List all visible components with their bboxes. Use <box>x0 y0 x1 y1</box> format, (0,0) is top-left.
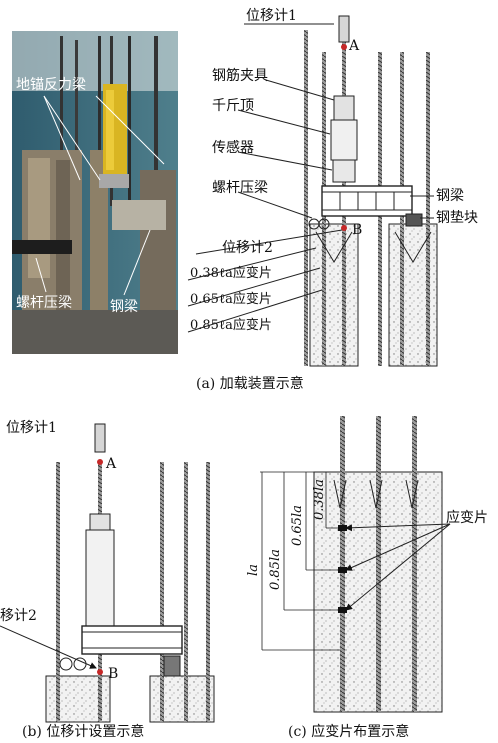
panel-a-strain-065-label: 0.65ℓa应变片 <box>190 292 272 307</box>
photo-label-steel-beam: 钢梁 <box>110 299 138 315</box>
panel-a-disp1-label: 位移计1 <box>246 8 297 24</box>
photo-label-bolt-beam: 螺杆压梁 <box>16 295 72 311</box>
panel-b-disp1-label: 位移计1 <box>6 420 57 436</box>
panel-a-point-a: A <box>349 38 360 54</box>
panel-b-point-b: B <box>108 666 119 682</box>
panel-a-steel-beam-label: 钢梁 <box>436 188 464 204</box>
panel-b-disp2-label: 移计2 <box>0 608 37 624</box>
panel-a-jack-label: 千斤顶 <box>212 98 254 114</box>
panel-c-strain-label: 应变片 <box>446 510 488 526</box>
panel-a-strain-038-label: 0.38ℓa应变片 <box>190 266 272 281</box>
panel-a-rebar-clamp-label: 钢筋夹具 <box>212 68 268 84</box>
panel-b-gauge-setup <box>0 423 215 723</box>
panel-a-steel-pad-label: 钢垫块 <box>436 210 478 226</box>
panel-c-la-dim: la <box>246 564 261 576</box>
panel-a-disp2-label: 位移计2 <box>222 240 273 256</box>
panel-c-085-dim: 0.85la <box>268 549 283 590</box>
panel-a-caption: (a) 加载装置示意 <box>196 376 304 392</box>
panel-a-bolt-beam-label: 螺杆压梁 <box>212 180 268 196</box>
panel-c-038-dim: 0.38la <box>312 479 327 520</box>
panel-b-caption: (b) 位移计设置示意 <box>22 724 145 740</box>
photo-label-anchor-beam: 地锚反力梁 <box>16 77 86 93</box>
panel-c-caption: (c) 应变片布置示意 <box>288 724 410 740</box>
panel-a-loading-setup <box>187 15 438 367</box>
panel-a-strain-085-label: 0.85ℓa应变片 <box>190 318 272 333</box>
panel-c-strain-layout <box>260 416 451 713</box>
panel-b-point-a: A <box>106 456 117 472</box>
panel-a-point-b: B <box>352 222 363 238</box>
panel-c-065-dim: 0.65la <box>290 505 305 546</box>
panel-a-sensor-label: 传感器 <box>212 140 254 156</box>
photo-test-rig <box>12 31 178 354</box>
